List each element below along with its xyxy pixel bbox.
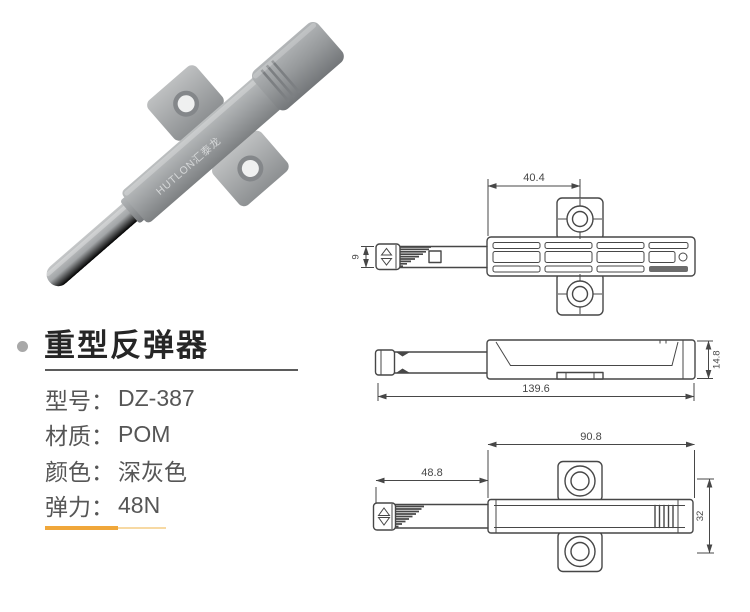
screw-hole-detail xyxy=(564,535,596,568)
dim-label-32: 32 xyxy=(695,511,706,522)
technical-drawings: 40.4 xyxy=(351,172,723,573)
rod-tip-cap xyxy=(374,349,396,376)
spec-value: 48N xyxy=(118,491,161,518)
dim-label-139-6: 139.6 xyxy=(522,383,550,395)
body-slots xyxy=(492,242,689,273)
spec-label: 型号： xyxy=(45,387,114,414)
dim-label-48-8: 48.8 xyxy=(421,467,442,479)
cap-ribs xyxy=(260,59,301,103)
body-recess xyxy=(495,341,679,366)
screw-hole-detail xyxy=(558,274,602,314)
dim-label-14-8: 14.8 xyxy=(712,350,723,369)
product-title: 重型反弹器 xyxy=(44,328,209,363)
dim-label-9: 9 xyxy=(351,254,362,259)
spec-row-material: 材质： POM xyxy=(45,417,275,453)
dim-label-40-4: 40.4 xyxy=(523,172,544,184)
spec-label: 弹力： xyxy=(45,494,114,521)
spec-row-color: 颜色： 深灰色 xyxy=(45,452,275,488)
spec-label: 材质： xyxy=(45,423,114,450)
device-body xyxy=(122,76,282,223)
accent-underline-thin xyxy=(118,527,166,529)
screw-hole-detail xyxy=(558,199,602,239)
rod-outline xyxy=(393,351,488,374)
spec-list: 型号： DZ-387 材质： POM 颜色： 深灰色 弹力： 48N xyxy=(45,381,275,523)
spec-value: POM xyxy=(118,420,171,447)
bottom-notch xyxy=(556,371,604,380)
top-view-drawing: 40.4 xyxy=(351,172,696,316)
bottom-view-drawing: 90.8 48.8 xyxy=(372,431,714,573)
hatch-detail xyxy=(395,505,424,528)
tip-arrows-icon xyxy=(377,507,391,526)
mounting-flange-lower xyxy=(212,130,289,207)
accent-underline xyxy=(45,526,167,531)
title-underline xyxy=(45,369,298,371)
accent-underline-thick xyxy=(45,526,118,530)
bullet-dot xyxy=(17,341,28,352)
latch-block xyxy=(428,250,442,264)
hatch-detail xyxy=(400,246,431,268)
side-view-drawing: 139.6 14.8 xyxy=(374,339,723,401)
spec-row-model: 型号： DZ-387 xyxy=(45,381,275,417)
tip-arrows-icon xyxy=(380,247,393,266)
spec-value: 深灰色 xyxy=(118,458,187,485)
product-device: HUTLON汇泰龙 xyxy=(46,22,344,287)
cap-ribs xyxy=(654,504,674,529)
dim-label-90-8: 90.8 xyxy=(580,431,601,443)
rod-outline xyxy=(394,503,489,529)
spec-label: 颜色： xyxy=(45,458,114,485)
body-outline xyxy=(487,498,694,534)
spec-row-force: 弹力： 48N xyxy=(45,488,275,524)
screw-hole-detail xyxy=(564,465,596,497)
mounting-flange-upper xyxy=(147,65,224,141)
dark-slot xyxy=(649,266,688,272)
clip-detail xyxy=(396,352,410,373)
product-photo: HUTLON汇泰龙 xyxy=(46,22,344,287)
spec-value: DZ-387 xyxy=(118,385,195,412)
end-cap xyxy=(252,22,344,111)
plunger-rod xyxy=(46,197,145,287)
